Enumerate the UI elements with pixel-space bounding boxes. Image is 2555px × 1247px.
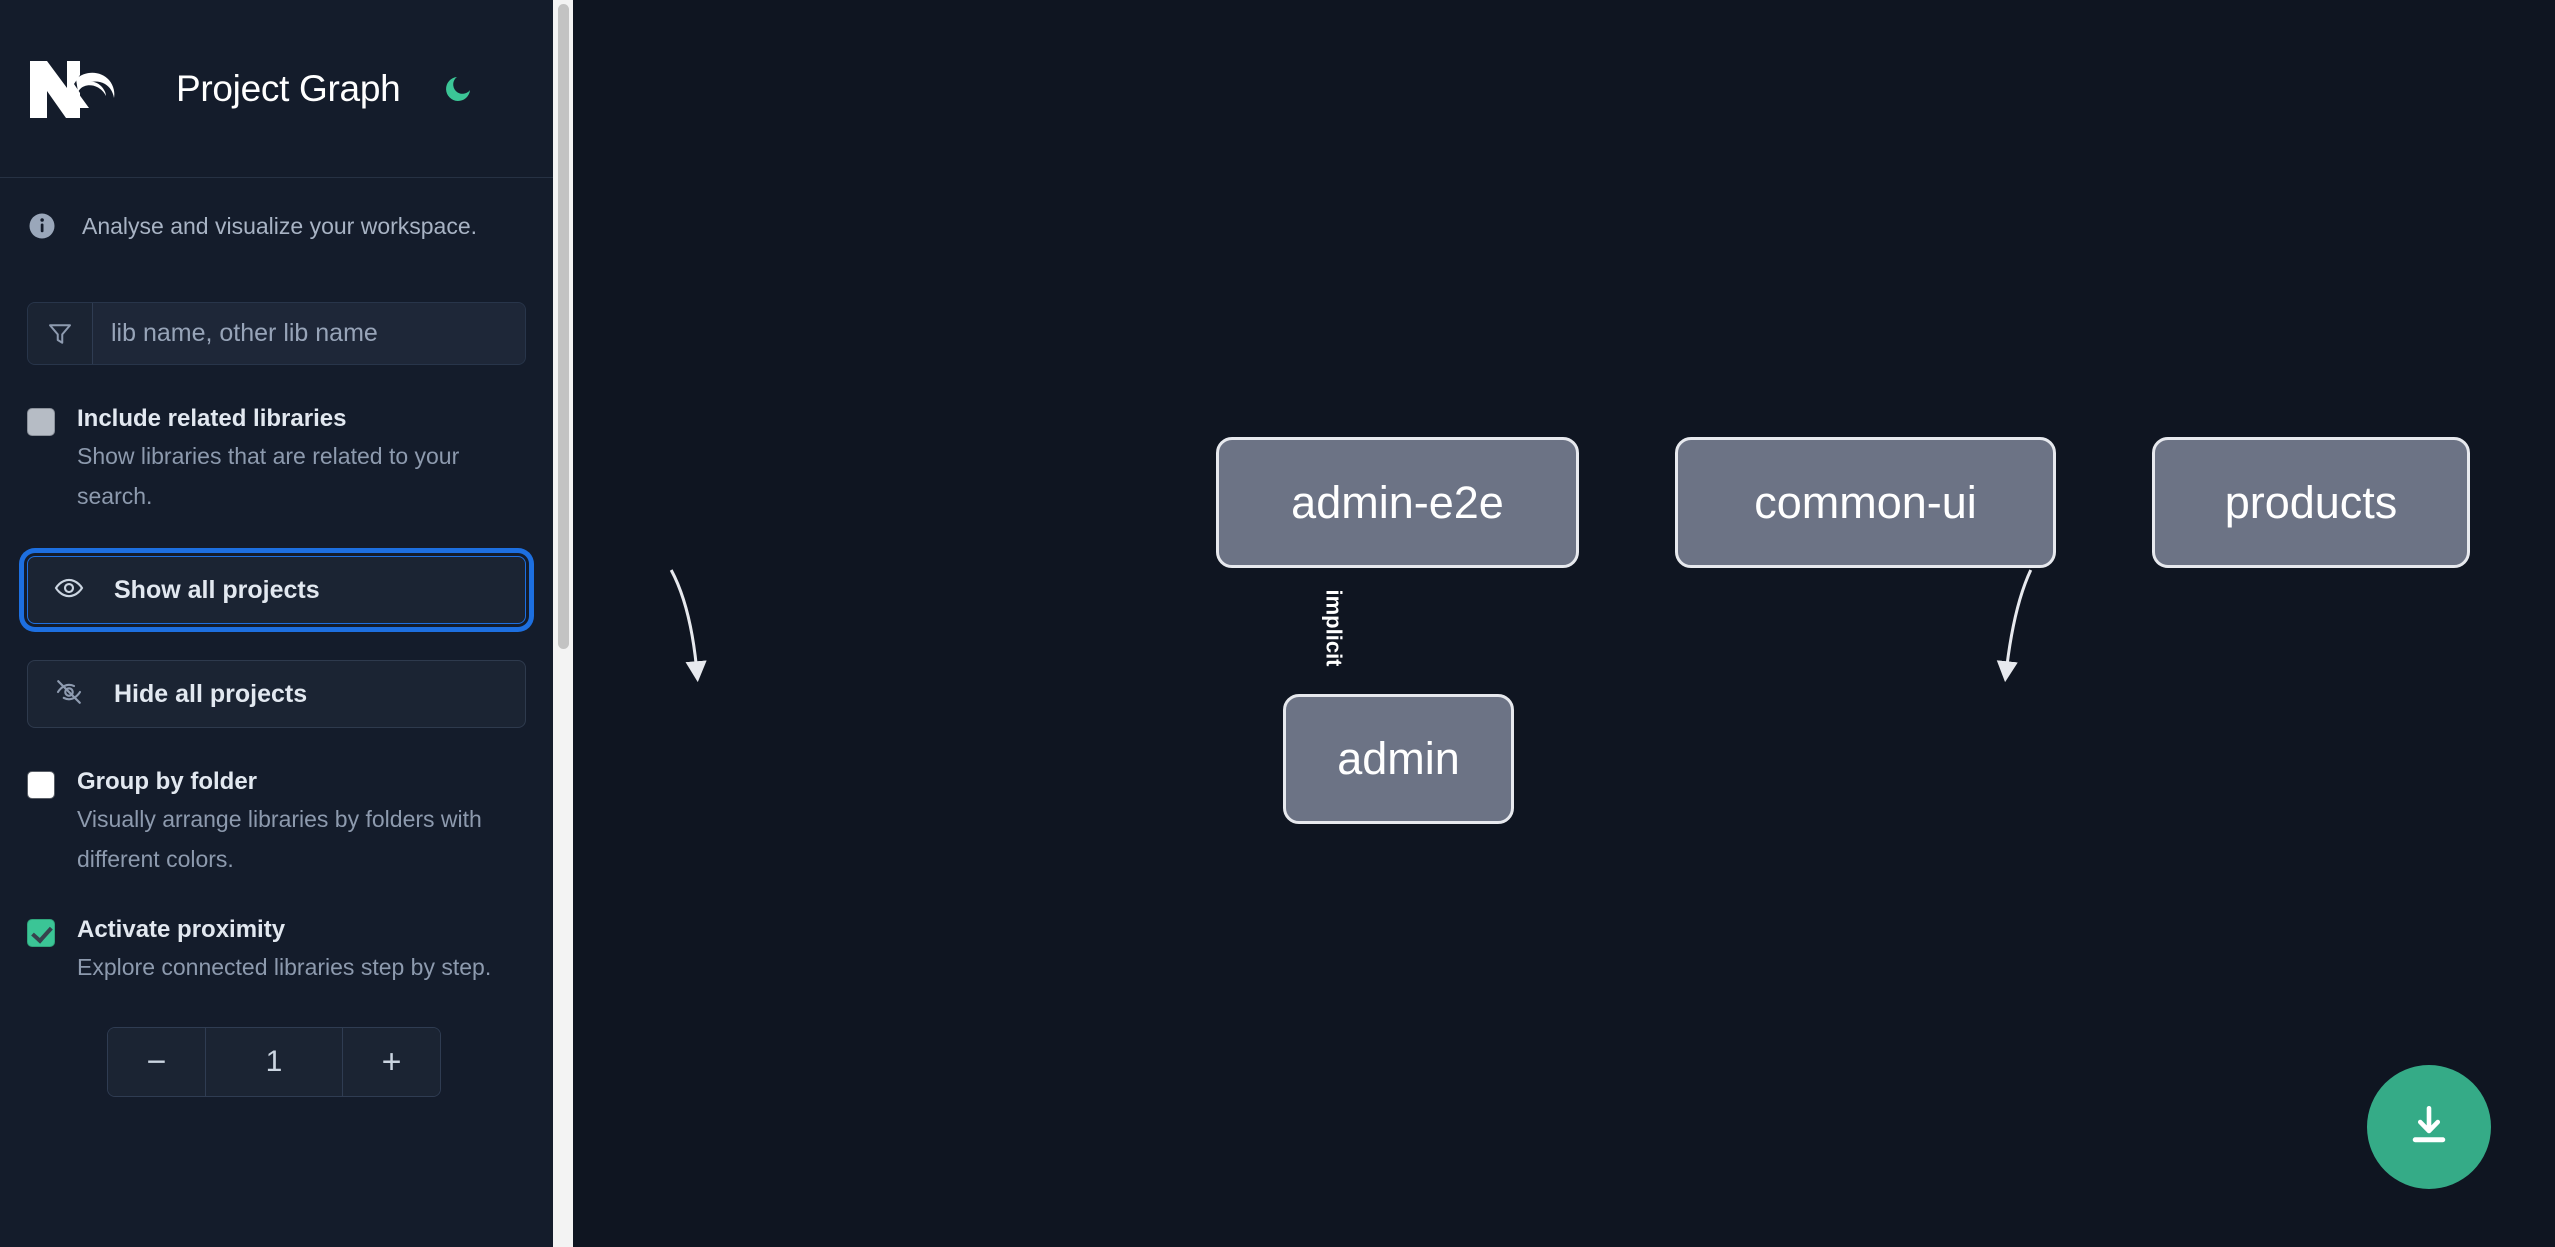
graph-node-label: admin	[1337, 733, 1460, 784]
activate-proximity-label: Activate proximity	[77, 916, 286, 943]
include-related-libraries-description: Show libraries that are related to your …	[77, 443, 460, 509]
graph-node-products[interactable]: products	[2152, 437, 2470, 568]
download-icon	[2404, 1101, 2454, 1154]
sidebar: Project Graph Analyse and visualize your…	[0, 0, 553, 1247]
graph-node-admin-e2e[interactable]: admin-e2e	[1216, 437, 1579, 568]
proximity-decrement-button[interactable]: −	[108, 1028, 206, 1096]
eye-off-icon	[54, 677, 84, 712]
option-include-related-libraries[interactable]: Include related libraries Show libraries…	[27, 402, 526, 516]
graph-node-admin[interactable]: admin	[1283, 694, 1514, 824]
group-by-folder-description: Visually arrange libraries by folders wi…	[77, 806, 482, 872]
theme-toggle-moon-icon[interactable]	[438, 69, 478, 109]
option-group-by-folder[interactable]: Group by folder Visually arrange librari…	[27, 765, 526, 879]
filter-field[interactable]	[27, 302, 526, 365]
tagline: Analyse and visualize your workspace.	[0, 178, 553, 274]
option-activate-proximity[interactable]: Activate proximity Explore connected lib…	[27, 913, 526, 987]
proximity-increment-button[interactable]: +	[342, 1028, 440, 1096]
graph-edge-label-admin-implicit: implicit	[1321, 589, 1347, 667]
graph-edges	[669, 569, 2033, 683]
show-all-projects-button[interactable]: Show all projects	[27, 556, 526, 624]
graph-node-common-ui[interactable]: common-ui	[1675, 437, 2056, 568]
sidebar-scrollbar-thumb[interactable]	[558, 4, 569, 649]
graph-node-label: products	[2224, 476, 2398, 528]
activate-proximity-description: Explore connected libraries step by step…	[77, 954, 492, 980]
sidebar-scrollbar-track[interactable]	[553, 0, 573, 1247]
tagline-text: Analyse and visualize your workspace.	[82, 212, 478, 239]
page-title: Project Graph	[176, 67, 401, 109]
graph-node-label: common-ui	[1754, 476, 1977, 528]
nx-logo-icon	[27, 56, 124, 122]
include-related-libraries-label: Include related libraries	[77, 405, 347, 432]
show-all-projects-label: Show all projects	[114, 575, 320, 604]
eye-icon	[54, 573, 84, 608]
sidebar-body: Include related libraries Show libraries…	[0, 302, 553, 1097]
search-input[interactable]	[93, 303, 525, 364]
activate-proximity-checkbox[interactable]	[27, 919, 55, 947]
graph-canvas[interactable]: admin-e2e common-ui products store-e2e a…	[553, 0, 2555, 1247]
proximity-stepper[interactable]: − 1 +	[107, 1027, 441, 1097]
group-by-folder-label: Group by folder	[77, 768, 257, 795]
filter-icon	[28, 303, 93, 364]
group-by-folder-checkbox[interactable]	[27, 771, 55, 799]
hide-all-projects-label: Hide all projects	[114, 679, 308, 708]
info-icon	[27, 211, 57, 241]
proximity-value: 1	[206, 1028, 342, 1096]
include-related-libraries-checkbox[interactable]	[27, 408, 55, 436]
download-graph-button[interactable]	[2367, 1065, 2491, 1189]
sidebar-header: Project Graph	[0, 0, 553, 178]
hide-all-projects-button[interactable]: Hide all projects	[27, 660, 526, 728]
graph-node-label: admin-e2e	[1291, 476, 1504, 528]
